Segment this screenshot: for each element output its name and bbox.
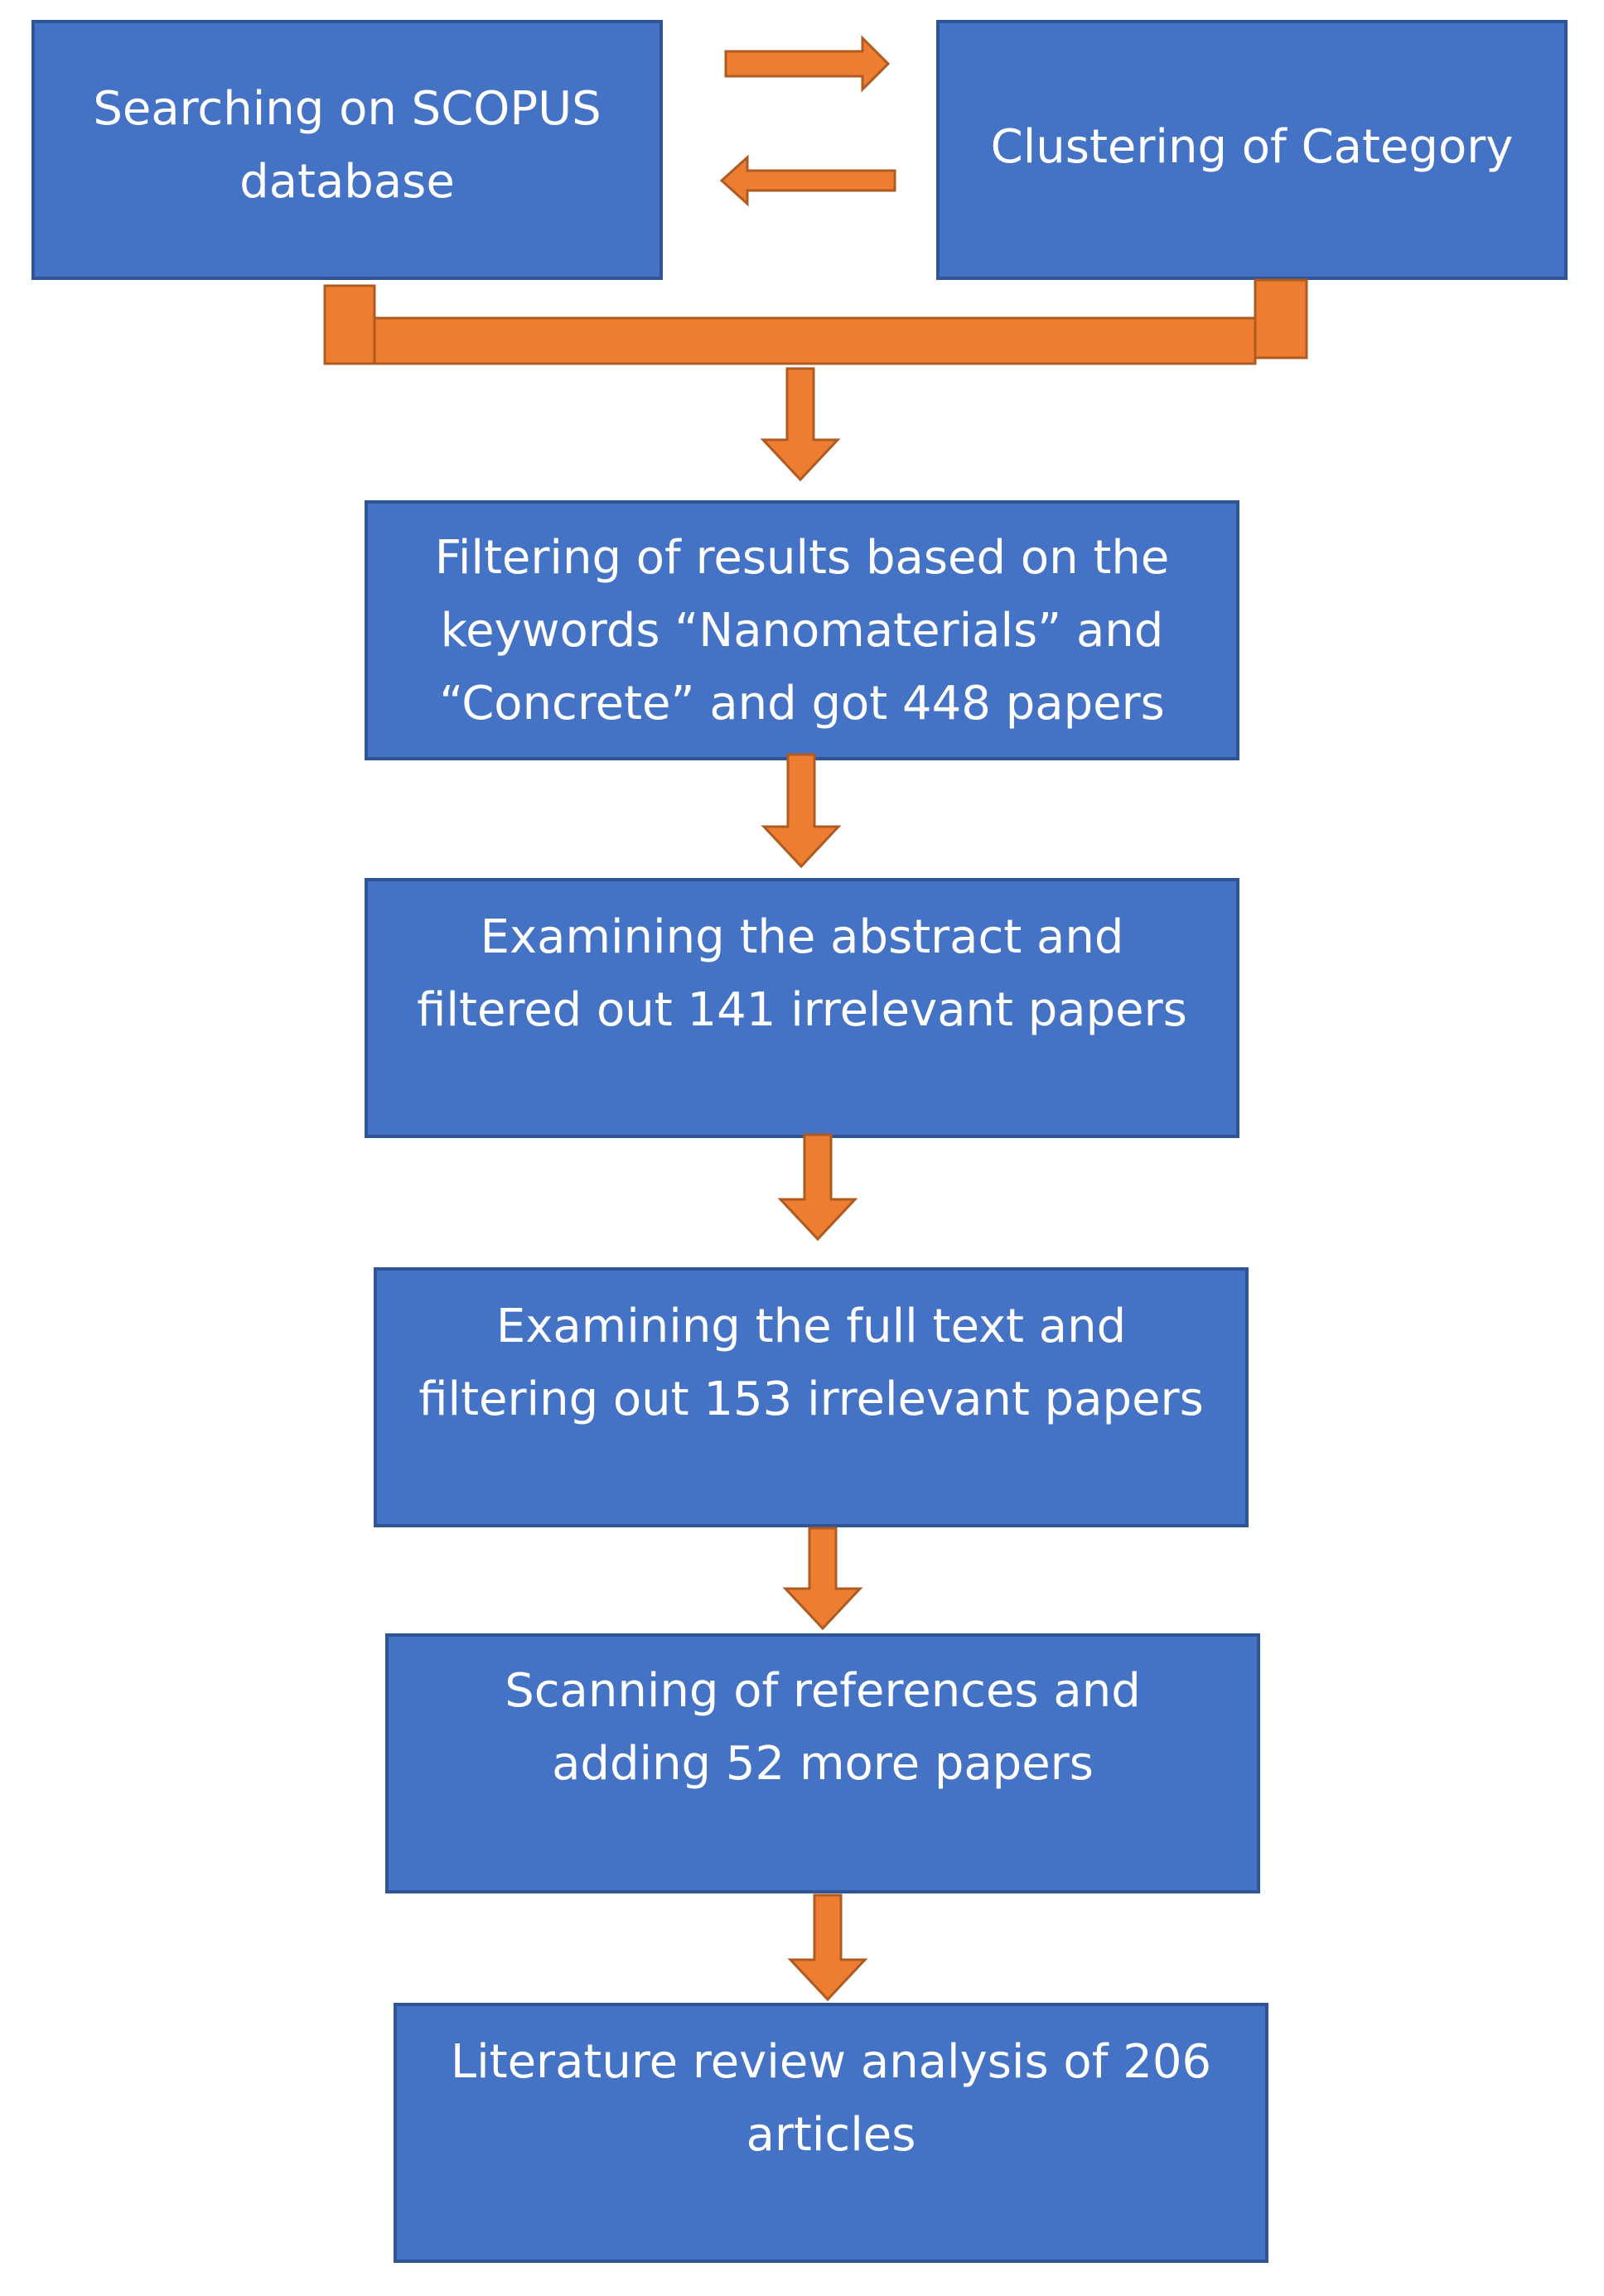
box-examining-full-text: Examining the full text and filtering ou… (374, 1267, 1249, 1527)
down-arrow-icon (787, 1893, 868, 2002)
left-arrow-icon (719, 154, 896, 207)
box-examining-full-text-label: Examining the full text and filtering ou… (418, 1300, 1204, 1426)
box-clustering-category: Clustering of Category (936, 20, 1568, 280)
bracket-left-post (323, 284, 376, 365)
box-literature-review: Literature review analysis of 206 articl… (394, 2003, 1268, 2263)
bracket-bar (373, 316, 1257, 365)
box-searching-scopus: Searching on SCOPUS database (31, 20, 663, 280)
box-scanning-references-label: Scanning of references and adding 52 mor… (505, 1664, 1141, 1791)
down-arrow-icon (761, 753, 842, 869)
box-scanning-references: Scanning of references and adding 52 mor… (385, 1633, 1260, 1893)
down-arrow-icon (777, 1133, 858, 1242)
down-arrow-icon (760, 367, 841, 482)
bracket-right-post (1254, 278, 1308, 359)
down-arrow-icon (782, 1527, 863, 1631)
box-filtering-results: Filtering of results based on the keywor… (365, 500, 1239, 760)
right-arrow-icon (724, 35, 891, 93)
box-searching-scopus-label: Searching on SCOPUS database (93, 82, 602, 209)
box-examining-abstract-label: Examining the abstract and filtered out … (417, 910, 1187, 1037)
box-filtering-results-label: Filtering of results based on the keywor… (434, 531, 1170, 731)
box-literature-review-label: Literature review analysis of 206 articl… (450, 2035, 1212, 2162)
box-examining-abstract: Examining the abstract and filtered out … (365, 878, 1239, 1138)
box-clustering-category-label: Clustering of Category (990, 120, 1514, 174)
